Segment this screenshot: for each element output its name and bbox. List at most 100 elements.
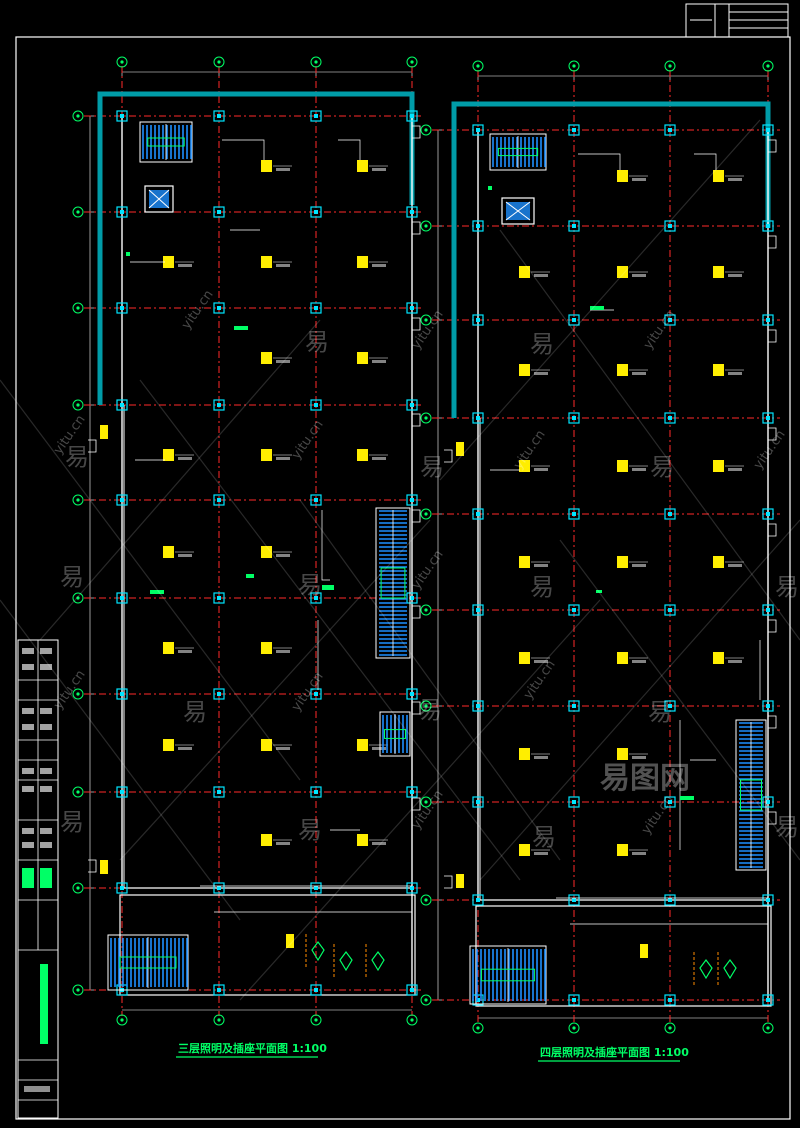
axis-bubble-dot (424, 512, 428, 516)
structural-column-core (217, 403, 221, 407)
light-fixture-icon (519, 364, 530, 376)
structural-column (762, 796, 774, 808)
structural-column (568, 412, 580, 424)
left-block-logo-mark (22, 868, 34, 888)
light-fixture-icon (617, 460, 628, 472)
axis-bubble-dot (76, 210, 80, 214)
structural-column-core (410, 306, 414, 310)
structural-column (116, 494, 128, 506)
structural-column (472, 124, 484, 136)
light-fixture-icon (357, 449, 368, 461)
structural-column (213, 399, 225, 411)
structural-column-core (314, 596, 318, 600)
axis-bubble (664, 1022, 676, 1034)
structural-column (406, 984, 418, 996)
structural-column-core (217, 210, 221, 214)
fixture-tag (276, 650, 290, 653)
structural-column-core (766, 224, 770, 228)
structural-column (116, 882, 128, 894)
left-block-text-mark (24, 1086, 50, 1092)
fixture-tag (178, 457, 192, 460)
light-fixture-icon (261, 739, 272, 751)
window-outlet-stub (768, 811, 777, 825)
axis-bubble (213, 56, 225, 68)
light-fixture-icon (617, 364, 628, 376)
structural-column-core (668, 608, 672, 612)
light-fixture-icon (617, 748, 628, 760)
structural-column (116, 206, 128, 218)
structural-column-core (476, 512, 480, 516)
fixture-tag (728, 274, 742, 277)
structural-column (664, 220, 676, 232)
fixture-tag (632, 660, 646, 663)
axis-bubble-dot (410, 1018, 414, 1022)
structural-column-core (314, 498, 318, 502)
structural-column (116, 399, 128, 411)
left-title-block (17, 639, 59, 1119)
structural-column (406, 882, 418, 894)
stair-landing-mark (740, 779, 762, 811)
window-outlet-stub (412, 221, 421, 235)
structural-column (213, 688, 225, 700)
left-block-text-mark (40, 842, 52, 848)
left-block-text-mark (22, 828, 34, 834)
structural-column-core (217, 692, 221, 696)
axis-bubble-dot (76, 988, 80, 992)
structural-column (472, 604, 484, 616)
light-fixture-icon (163, 739, 174, 751)
axis-bubble-dot (476, 64, 480, 68)
floor-plan-fourth-floor (420, 60, 780, 1034)
watermark-line (479, 519, 800, 881)
fixture-tag (276, 842, 290, 845)
structural-column (406, 399, 418, 411)
axis-bubble (762, 60, 774, 72)
window-outlet-stub (412, 317, 421, 331)
axis-bubble-dot (76, 403, 80, 407)
fixture-tag (372, 747, 386, 750)
structural-column-core (766, 998, 770, 1002)
structural-column (568, 894, 580, 906)
left-block-text-mark (22, 648, 34, 654)
structural-column-core (314, 210, 318, 214)
structural-column-core (476, 318, 480, 322)
fixture-tag (276, 457, 290, 460)
axis-bubble-dot (766, 64, 770, 68)
fixture-tag (178, 747, 192, 750)
window-outlet-stub (88, 859, 97, 873)
structural-column (213, 882, 225, 894)
electrical-panel-mark (596, 590, 602, 593)
axis-bubble-dot (120, 60, 124, 64)
fixture-tag (276, 747, 290, 750)
fixture-tag (534, 660, 548, 663)
structural-column-core (766, 800, 770, 804)
light-fixture-icon (163, 546, 174, 558)
axis-bubble (420, 508, 432, 520)
watermark-glyph: 易 (298, 571, 322, 599)
axis-bubble-dot (217, 1018, 221, 1022)
window-outlet-stub (444, 875, 453, 889)
structural-column (568, 220, 580, 232)
distribution-box-mark (100, 860, 108, 874)
light-fixture-icon (617, 844, 628, 856)
fixture-tag (276, 264, 290, 267)
axis-bubble-dot (668, 1026, 672, 1030)
electrical-panel-mark (488, 186, 492, 190)
light-fixture-icon (261, 834, 272, 846)
watermark-glyph: 易 (648, 698, 672, 726)
structural-column (213, 110, 225, 122)
axis-bubble-dot (217, 60, 221, 64)
watermark-glyph: 易 (60, 563, 84, 591)
axis-bubble (116, 1014, 128, 1026)
light-fixture-icon (617, 170, 628, 182)
structural-column (116, 110, 128, 122)
structural-column-core (766, 416, 770, 420)
watermark-line (0, 599, 241, 921)
structural-column-core (668, 318, 672, 322)
structural-column-core (668, 898, 672, 902)
light-fixture-icon (713, 266, 724, 278)
axis-bubble (72, 206, 84, 218)
structural-column (406, 206, 418, 218)
structural-column (310, 786, 322, 798)
structural-column-core (410, 596, 414, 600)
